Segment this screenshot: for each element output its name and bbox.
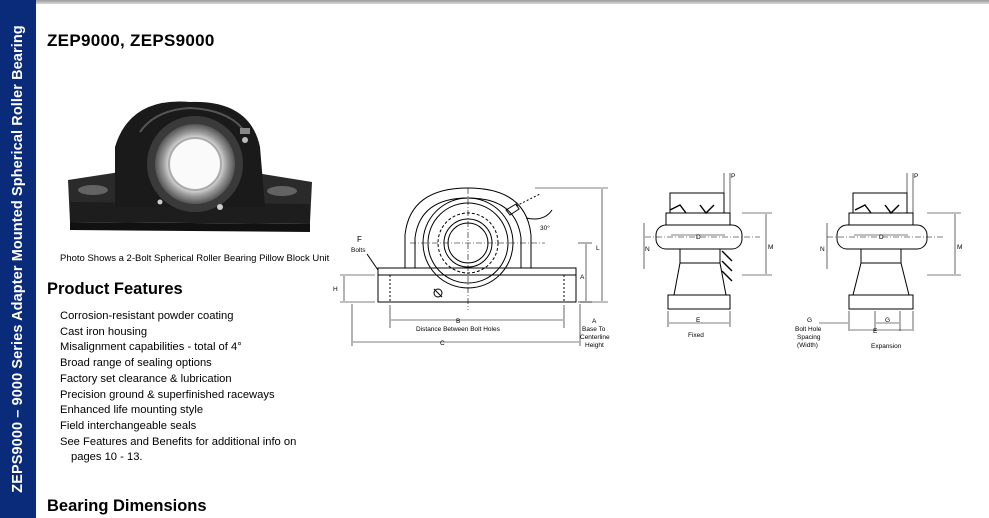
feature-item: See Features and Benefits for additional… [60,435,297,448]
m-label: M [768,244,773,251]
expansion-caption: Expansion [871,343,902,350]
n-label: N [645,246,650,253]
base-desc-1: Base To [582,326,606,333]
p-label: P [914,173,918,180]
l-label: L [596,245,600,252]
top-rule [36,0,989,4]
bolt-desc-3: (Width) [797,342,818,349]
base-desc-3: Height [585,342,604,349]
m-label: M [957,244,962,251]
b-desc: Distance Between Bolt Holes [416,326,501,333]
base-desc-2: Centerline [580,334,610,341]
side-banner: ZEPS9000 – 9000 Series Adapter Mounted S… [0,0,36,518]
bearing-dimensions-heading: Bearing Dimensions [47,497,207,515]
feature-item: Field interchangeable seals [60,419,197,432]
front-view-diagram: F Bolts 30° H A L B Distance Between Bol… [333,187,610,349]
feature-item: Broad range of sealing options [60,357,212,370]
angle-label: 30° [540,224,550,232]
base-a-label: A [592,318,597,325]
bolt-desc-2: Spacing [797,334,821,341]
fixed-section-diagram: P D N M E Fixed [643,173,773,339]
expansion-section-diagram: P D N M G G E Bolt Hole Spacing (Width) … [795,173,962,350]
bolts-label: Bolts [351,247,366,254]
d-label: D [879,234,884,241]
feature-item: Factory set clearance & lubrication [60,372,232,385]
feature-item: Cast iron housing [60,325,148,338]
e-label: E [696,317,701,324]
page-title: ZEP9000, ZEPS9000 [47,31,215,50]
p-label: P [731,173,735,180]
feature-item-continuation: pages 10 - 13. [71,451,143,464]
feature-item: Corrosion-resistant powder coating [60,310,234,322]
f-label: F [357,235,362,244]
fixed-caption: Fixed [688,332,704,339]
feature-item: Precision ground & superfinished raceway… [60,388,275,401]
photo-caption: Photo Shows a 2-Bolt Spherical Roller Be… [60,253,330,264]
a-label: A [580,274,585,281]
bolt-desc-1: Bolt Hole [795,326,822,333]
side-banner-text: ZEPS9000 – 9000 Series Adapter Mounted S… [10,25,26,493]
product-features-heading: Product Features [47,280,183,298]
g2-label: G [885,317,890,324]
feature-list: Corrosion-resistant powder coating Cast … [60,309,296,466]
c-label: C [440,340,445,347]
e-label: E [873,328,878,335]
d-label: D [696,234,701,241]
feature-item: Misalignment capabilities - total of 4° [60,341,242,354]
g-label: G [807,317,812,324]
n-label: N [820,246,825,253]
h-label: H [333,286,338,293]
product-photo [68,101,312,232]
feature-item: Enhanced life mounting style [60,404,204,417]
b-label: B [456,318,460,325]
